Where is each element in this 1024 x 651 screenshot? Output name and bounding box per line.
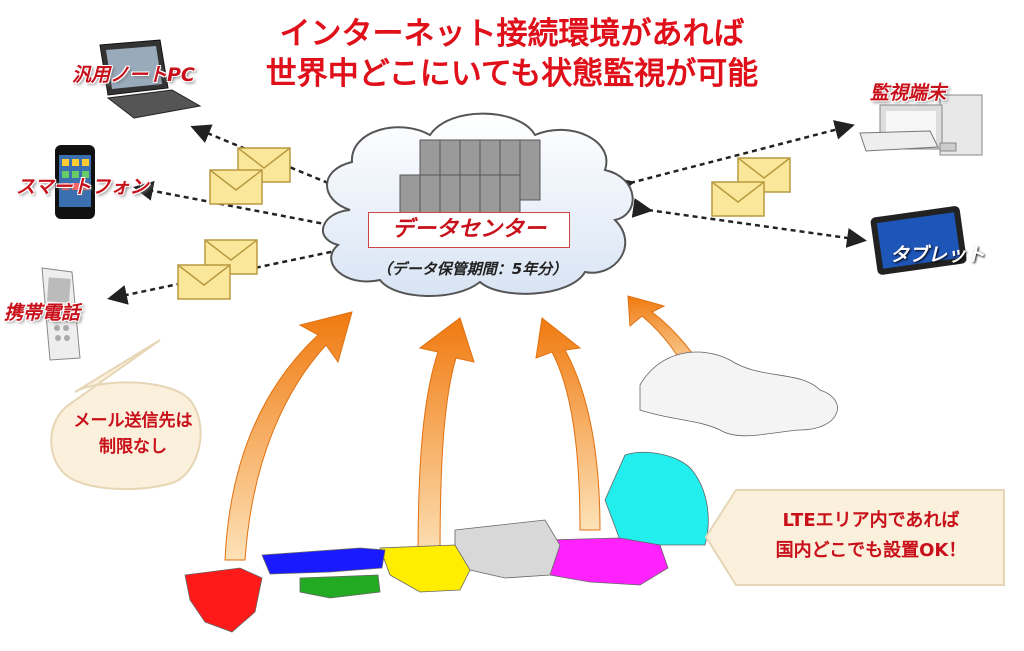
kanto-chubu-region [544, 537, 669, 586]
headline-line-1: インターネット接続環境があれば [279, 16, 745, 52]
mobile-phone-label: 携帯電話 [4, 302, 81, 324]
mail-callout: メール送信先は 制限なし [58, 408, 208, 460]
lte-callout-box [704, 489, 1005, 586]
lte-callout-line-2: 国内どこでも設置OK！ [775, 540, 967, 561]
central-region [454, 519, 561, 579]
japan-map [184, 351, 838, 633]
tohoku-region [604, 451, 709, 546]
smartphone-icon [55, 145, 95, 219]
smartphone-label: スマートフォン [16, 176, 149, 198]
desktop-computer-icon [859, 94, 983, 156]
mail-callout-bubble [50, 339, 202, 491]
mail-callout-line-1: メール送信先は [73, 411, 193, 431]
chugoku-region [261, 547, 386, 575]
mobile-phone-icon [41, 267, 81, 361]
datacenter-retention: （データ保管期間：5年分） [376, 260, 568, 278]
mail-callout-line-2: 制限なし [99, 437, 167, 457]
datacenter-title: データセンター [368, 212, 570, 248]
envelope-icon [209, 169, 263, 205]
kyushu-region [184, 567, 263, 633]
headline: インターネット接続環境があれば 世界中どこにいても状態監視が可能 [0, 14, 1024, 94]
lte-callout: LTEエリア内であれば 国内どこでも設置OK！ [740, 506, 1002, 566]
monitor-terminal-label: 監視端末 [870, 82, 947, 104]
laptop-label: 汎用ノートPC [72, 64, 195, 86]
hokkaido-region [639, 351, 838, 437]
headline-line-2: 世界中どこにいても状態監視が可能 [265, 56, 759, 92]
envelope-icon [177, 264, 231, 300]
kansai-region [379, 544, 471, 593]
laptop-icon [99, 39, 202, 119]
shikoku-region [299, 574, 381, 599]
tablet-icon [870, 206, 967, 275]
lte-callout-line-1: LTEエリア内であれば [782, 510, 960, 531]
envelope-icon [711, 181, 765, 217]
tablet-label: タブレット [890, 244, 986, 266]
server-racks-icon [399, 139, 541, 216]
envelopes [177, 147, 791, 300]
